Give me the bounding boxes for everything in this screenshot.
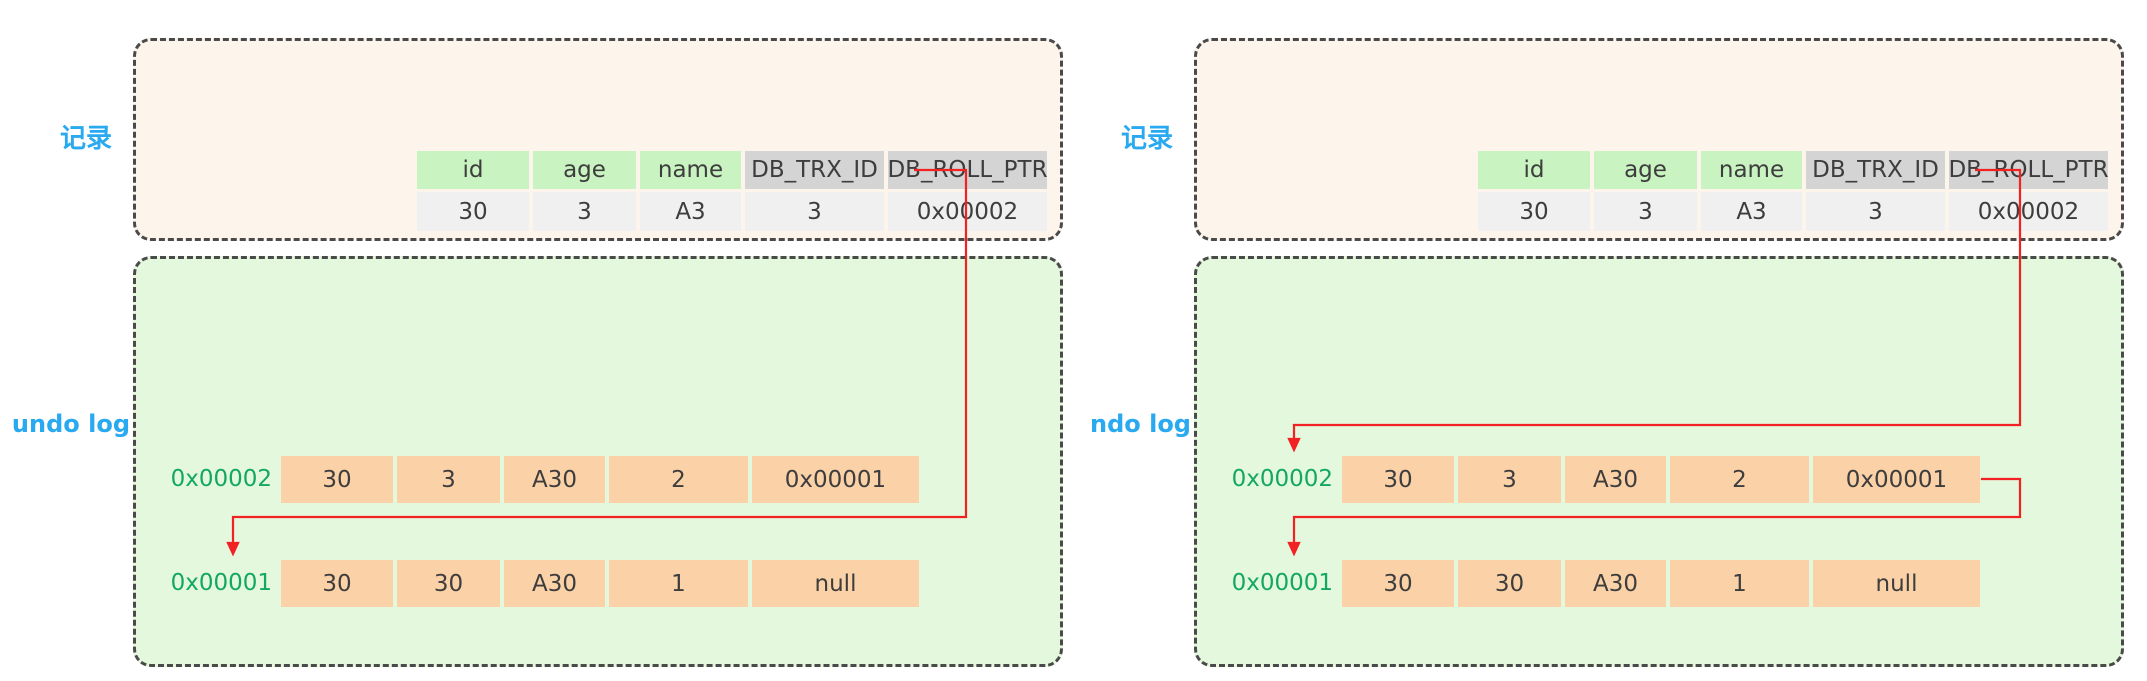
undo-addr-0x00001: 0x00001	[170, 570, 272, 596]
record-label: 记录	[1120, 124, 1173, 154]
undo-cell-trx-id: 1	[609, 560, 748, 607]
undo-cell-age: 3	[1458, 456, 1561, 503]
undo-cell-id: 30	[1342, 560, 1454, 607]
record-label: 记录	[59, 124, 112, 154]
record-table: id age name DB_TRX_ID DB_ROLL_PTR 30 3 A…	[417, 151, 1048, 231]
undo-log-label-clipped: ndo log	[1089, 410, 1191, 438]
undo-cell-roll-ptr: null	[752, 560, 919, 607]
undo-row-0x00002: 30 3 A30 2 0x00001	[281, 456, 919, 503]
value-cell-roll-ptr: 0x00002	[1949, 192, 2108, 231]
undo-cell-trx-id: 2	[1670, 456, 1809, 503]
record-box: id age name DB_TRX_ID DB_ROLL_PTR 30 3 A…	[133, 38, 1063, 241]
header-cell-roll-ptr: DB_ROLL_PTR	[1948, 151, 2109, 189]
undo-cell-id: 30	[281, 456, 393, 503]
record-table: id age name DB_TRX_ID DB_ROLL_PTR 30 3 A…	[1478, 151, 2109, 231]
undo-addr-0x00002: 0x00002	[1231, 466, 1333, 492]
undo-log-label: undo log	[11, 410, 130, 438]
record-box: id age name DB_TRX_ID DB_ROLL_PTR 30 3 A…	[1194, 38, 2124, 241]
undo-cell-age: 3	[397, 456, 500, 503]
header-cell-id: id	[417, 151, 529, 189]
record-table-header-row: id age name DB_TRX_ID DB_ROLL_PTR	[417, 151, 1048, 189]
undo-cell-roll-ptr: 0x00001	[1813, 456, 1980, 503]
undo-cell-trx-id: 1	[1670, 560, 1809, 607]
record-table-value-row: 30 3 A3 3 0x00002	[1478, 192, 2108, 231]
undo-row-0x00002: 30 3 A30 2 0x00001	[1342, 456, 1980, 503]
undo-cell-id: 30	[1342, 456, 1454, 503]
value-cell-age: 3	[533, 192, 636, 231]
undo-addr-0x00002: 0x00002	[170, 466, 272, 492]
header-cell-id: id	[1478, 151, 1590, 189]
panel-left: 记录 id age name DB_TRX_ID DB_ROLL_PTR 30 …	[11, 38, 1063, 667]
undo-row-0x00001: 30 30 A30 1 null	[281, 560, 919, 607]
undo-cell-name: A30	[504, 560, 605, 607]
value-cell-name: A3	[1701, 192, 1802, 231]
undo-cell-trx-id: 2	[609, 456, 748, 503]
value-cell-id: 30	[417, 192, 529, 231]
panel-right: 记录 id age name DB_TRX_ID DB_ROLL_PTR 30 …	[1061, 0, 2135, 681]
undo-row-0x00001: 30 30 A30 1 null	[1342, 560, 1980, 607]
record-table-header-row: id age name DB_TRX_ID DB_ROLL_PTR	[1478, 151, 2109, 189]
undo-cell-age: 30	[1458, 560, 1561, 607]
undo-cell-id: 30	[281, 560, 393, 607]
header-cell-trx-id: DB_TRX_ID	[745, 151, 884, 189]
undo-cell-roll-ptr: null	[1813, 560, 1980, 607]
undo-cell-roll-ptr: 0x00001	[752, 456, 919, 503]
value-cell-roll-ptr: 0x00002	[888, 192, 1047, 231]
record-table-value-row: 30 3 A3 3 0x00002	[417, 192, 1047, 231]
undo-cell-age: 30	[397, 560, 500, 607]
value-cell-trx-id: 3	[1806, 192, 1945, 231]
value-cell-name: A3	[640, 192, 741, 231]
header-cell-name: name	[1701, 151, 1802, 189]
value-cell-id: 30	[1478, 192, 1590, 231]
undo-cell-name: A30	[1565, 560, 1666, 607]
header-cell-roll-ptr: DB_ROLL_PTR	[887, 151, 1048, 189]
header-cell-age: age	[533, 151, 636, 189]
header-cell-trx-id: DB_TRX_ID	[1806, 151, 1945, 189]
header-cell-name: name	[640, 151, 741, 189]
undo-cell-name: A30	[504, 456, 605, 503]
header-cell-age: age	[1594, 151, 1697, 189]
undo-cell-name: A30	[1565, 456, 1666, 503]
value-cell-trx-id: 3	[745, 192, 884, 231]
value-cell-age: 3	[1594, 192, 1697, 231]
undo-addr-0x00001: 0x00001	[1231, 570, 1333, 596]
